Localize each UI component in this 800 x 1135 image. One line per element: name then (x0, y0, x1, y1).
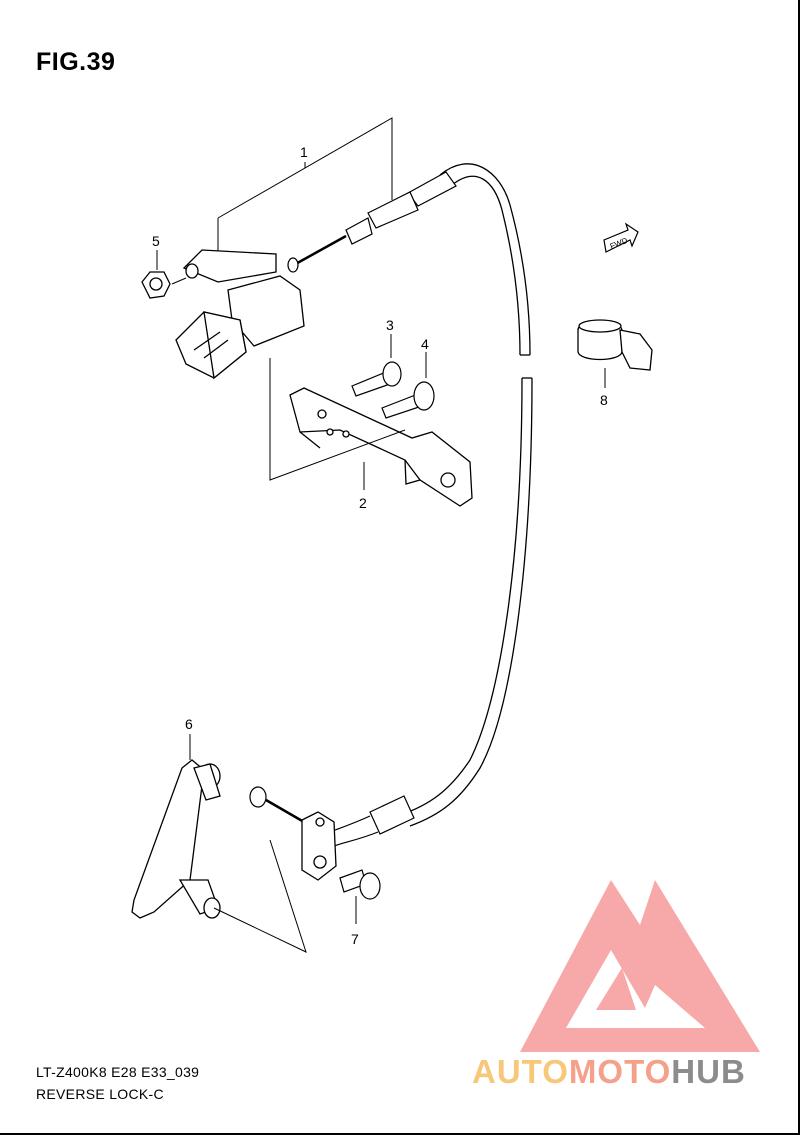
cable-end-upper (287, 171, 457, 273)
part-6-lever (131, 759, 221, 919)
brand-auto: AUTO (472, 1053, 569, 1090)
part-2-bracket (289, 387, 473, 507)
callout-8: 8 (600, 392, 608, 408)
diagram-name: REVERSE LOCK-C (36, 1086, 164, 1102)
diagram-code: LT-Z400K8 E28 E33_039 (36, 1064, 200, 1080)
figure-title: FIG.39 (36, 48, 116, 76)
callout-3: 3 (386, 317, 394, 333)
part-8-clamp (577, 319, 653, 371)
part-5-nut (141, 271, 171, 299)
callout-5: 5 (152, 233, 160, 249)
lever-housing (175, 249, 305, 380)
fwd-arrow-icon: FWD (603, 222, 639, 253)
lower-mount-plate (301, 811, 337, 881)
cable-upper (439, 163, 531, 356)
callout-4: 4 (421, 336, 429, 352)
bracket-6-leader (189, 734, 307, 953)
bracket-2-leader (269, 358, 406, 490)
callout-1: 1 (300, 144, 308, 160)
watermark-logo (520, 880, 760, 1052)
callout-6: 6 (185, 716, 193, 732)
brand-moto: MOTO (568, 1053, 672, 1090)
part-3-screw (351, 361, 402, 397)
part-7-bolt (339, 869, 381, 900)
leader-5b (171, 277, 187, 285)
callout-2: 2 (359, 495, 367, 511)
part-4-screw (381, 381, 435, 419)
watermark-brand: AUTOMOTOHUB (472, 1053, 746, 1091)
brand-hub: HUB (671, 1053, 746, 1090)
callout-7: 7 (351, 931, 359, 947)
cable-lower (399, 377, 533, 827)
